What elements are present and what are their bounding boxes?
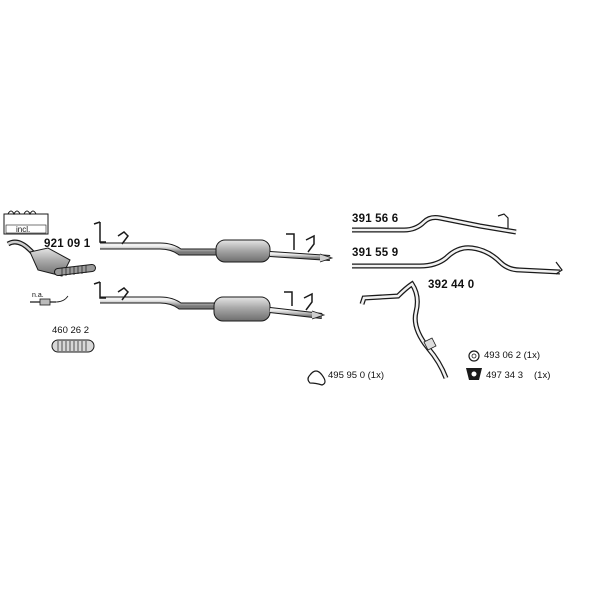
tail-pipe-middle [352, 245, 563, 275]
flex-pipe [51, 339, 95, 353]
tail-pipe-lower [359, 280, 449, 379]
not-available-label: n.a. [32, 292, 44, 299]
rubber-mount-part-number: 495 95 0 (1x) [328, 370, 384, 381]
rubber-mount-icon [307, 370, 326, 386]
bracket-mount-icon [466, 368, 482, 380]
bracket-mount-part-number: 497 34 3 [486, 370, 523, 381]
oxygen-sensor [30, 295, 69, 306]
clamp-ring-part-number: 493 06 2 (1x) [484, 350, 540, 361]
center-section-lower [93, 281, 326, 322]
catalytic-converter-part-number: 921 09 1 [44, 238, 91, 250]
tail-pipe-upper [352, 213, 517, 235]
included-tag: incl. [16, 225, 31, 234]
center-section-upper [93, 221, 334, 263]
bracket-mount-quantity: (1x) [534, 370, 551, 381]
tail-pipe-lower-part-number: 392 44 0 [428, 279, 475, 291]
flex-pipe-part-number: 460 26 2 [52, 325, 89, 336]
tail-pipe-middle-part-number: 391 55 9 [352, 247, 399, 259]
tail-pipe-upper-part-number: 391 56 6 [352, 213, 399, 225]
gasket-kit-box [3, 210, 49, 235]
clamp-ring-icon [468, 350, 480, 362]
catalytic-converter [6, 239, 96, 277]
